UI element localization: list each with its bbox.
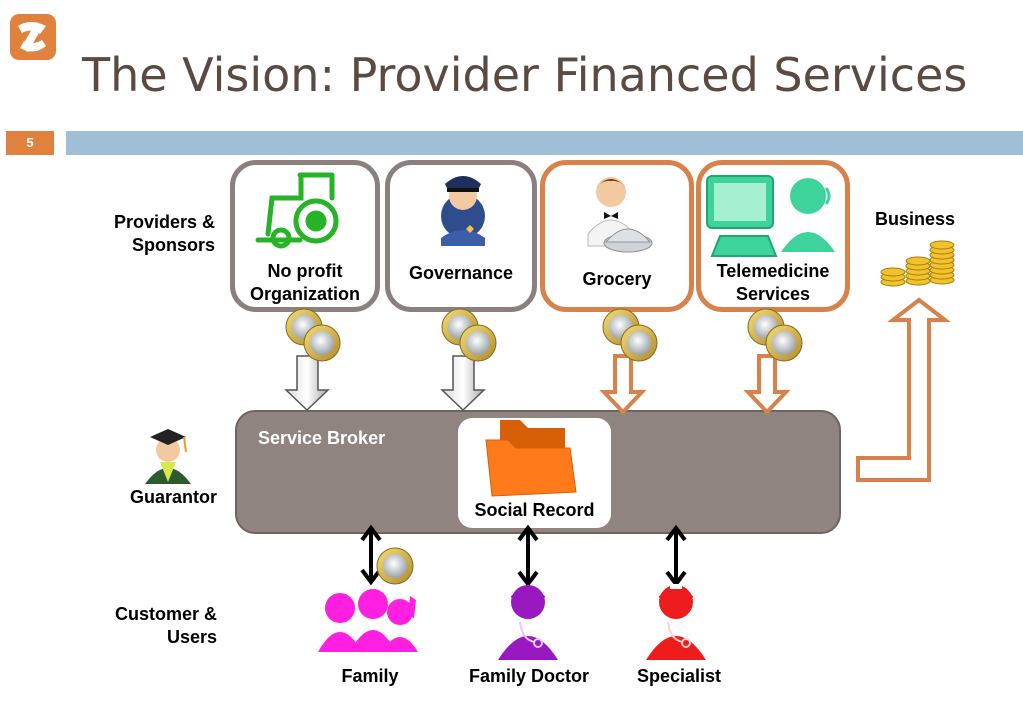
user-specialist-label: Specialist: [636, 666, 722, 686]
logo-icon: [10, 14, 56, 60]
provider-governance-label: Governance: [408, 263, 514, 283]
provider-label-line: Organization: [249, 284, 360, 304]
waiter-icon: [587, 177, 653, 253]
police-officer-icon: [441, 176, 485, 246]
providers-label-line: Providers &: [113, 212, 215, 232]
providers-label: Providers & Sponsors: [114, 211, 215, 257]
provider-telemedicine-label: Telemedicine Services: [701, 260, 845, 306]
user-doctor-label: Family Doctor: [468, 666, 590, 686]
provider-grocery-label: Grocery: [582, 269, 652, 289]
funding-arrow-orange: [599, 354, 647, 415]
coin-icon: [376, 547, 414, 585]
user-family-label: Family: [341, 666, 399, 686]
doctor-icon: [498, 585, 558, 660]
provider-label-line: No profit: [267, 261, 343, 281]
exchange-arrow: [665, 524, 687, 588]
page-title: The Vision: Provider Financed Services: [82, 48, 968, 102]
coin-icon: [747, 308, 803, 362]
business-arrow: [856, 297, 951, 482]
business-label: Business: [875, 209, 956, 229]
family-icon: [318, 589, 418, 652]
folder-icon: [485, 420, 577, 497]
provider-label-line: Services: [735, 284, 811, 304]
customers-label-line: Customer &: [114, 604, 217, 624]
header-bar: [66, 131, 1023, 155]
funding-arrow-gray: [284, 355, 330, 412]
wheelchair-icon: [255, 172, 339, 249]
coin-icon: [602, 308, 658, 362]
customers-label-line: Users: [166, 627, 217, 647]
funding-arrow-orange: [743, 354, 791, 415]
exchange-arrow: [517, 524, 539, 588]
providers-label-line: Sponsors: [131, 235, 215, 255]
social-record-label: Social Record: [474, 500, 595, 520]
funding-arrow-gray: [440, 355, 486, 412]
provider-nonprofit-label: No profit Organization: [235, 260, 375, 306]
slide-number: 5: [6, 131, 54, 155]
coin-stack-icon: [880, 240, 955, 287]
exchange-arrow: [360, 524, 382, 586]
specialist-icon: [646, 584, 706, 660]
provider-label-line: Telemedicine: [716, 261, 830, 281]
computer-user-icon: [706, 175, 835, 257]
coin-icon: [441, 308, 497, 362]
guarantor-label: Guarantor: [129, 487, 217, 507]
graduate-icon: [145, 429, 191, 484]
customers-label: Customer & Users: [115, 603, 217, 649]
service-broker-label: Service Broker: [258, 428, 386, 448]
coin-icon: [285, 308, 341, 362]
